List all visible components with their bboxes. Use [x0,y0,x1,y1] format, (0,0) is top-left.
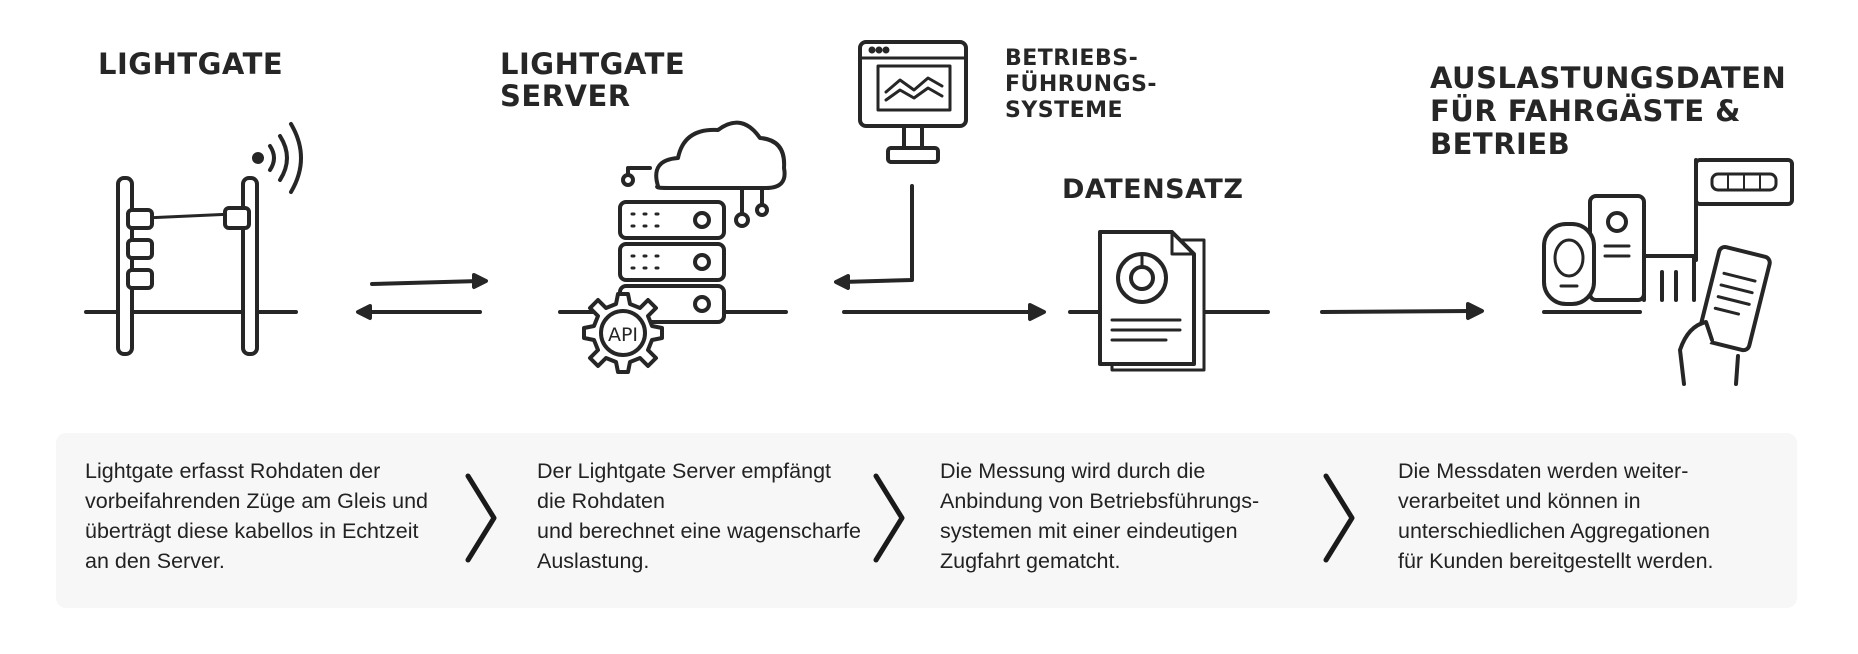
description-panel [56,433,1797,608]
occupancy-description: Die Messdaten werden weiter- verarbeitet… [1398,459,1714,573]
chevron-right-icon [873,473,905,563]
illustrations: API [84,40,1794,386]
bidirectional-arrows [356,273,488,320]
lightgate-icon [84,176,298,356]
chevron-right-icon [465,473,497,563]
dataset-description: Die Messung wird durch die Anbindung von… [940,459,1260,573]
occupancy-data-title: AUSLASTUNGSDATEN FÜR FAHRGÄSTE & BETRIEB [1430,61,1787,161]
api-label: API [608,324,638,346]
lightgate-server-title: LIGHTGATE SERVER [500,47,686,114]
lightgate-title: LIGHTGATE [98,47,284,81]
chevron-right-icon [1323,473,1355,563]
api-gear-icon: API [582,292,664,374]
dataset-title: DATENSATZ [1062,174,1244,205]
lightgate-description: Lightgate erfasst Rohdaten der vorbeifah… [85,459,429,573]
server-icon [558,120,788,324]
server-description: Der Lightgate Server empfängt die Rohdat… [537,459,861,573]
dataset-document-icon [1068,230,1270,372]
wireless-signal-icon [252,122,303,194]
operations-systems-title: BETRIEBS- FÜHRUNGS- SYSTEME [1005,46,1158,123]
monitor-to-dataset-arrow [834,184,914,290]
passenger-info-icons [1542,158,1794,386]
monitor-icon [858,40,968,164]
dataset-to-output-arrow [1320,302,1484,320]
server-to-dataset-arrow [842,303,1046,321]
